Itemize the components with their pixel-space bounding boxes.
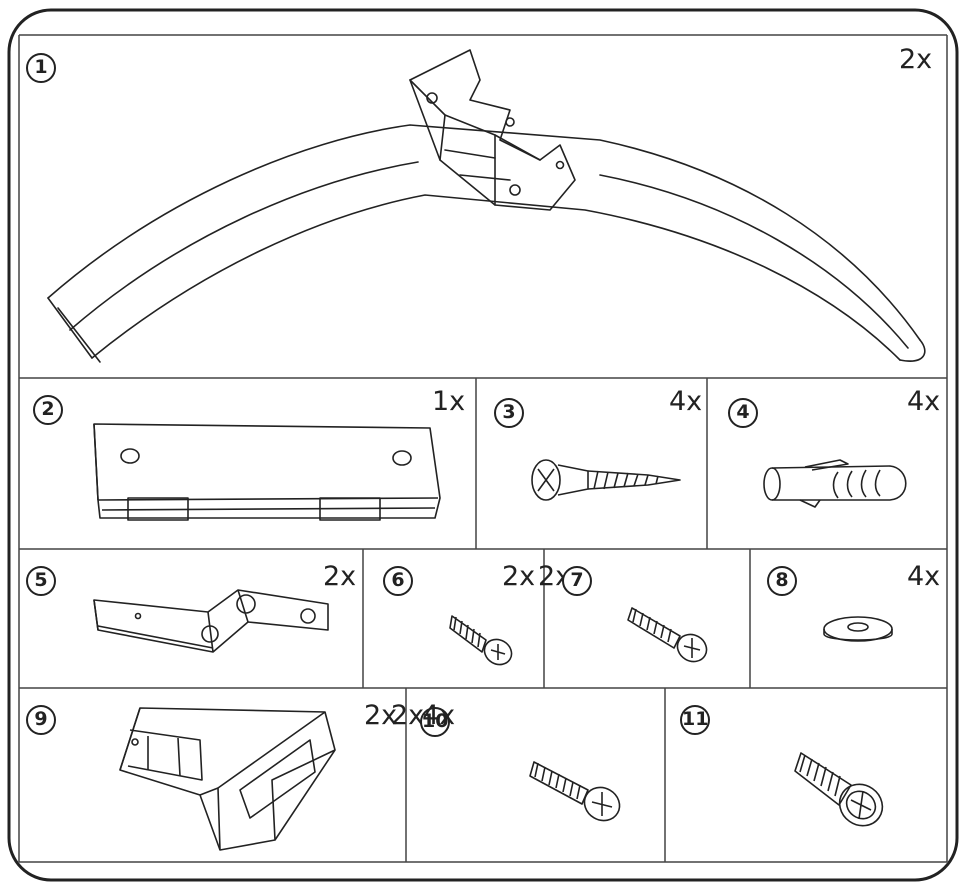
machine-screw-small-icon [446, 608, 526, 668]
part-quantity-label: 1x [432, 386, 466, 417]
part-number-badge: 2 [33, 395, 63, 425]
wood-screw-icon [528, 455, 688, 505]
machine-screw-icon [626, 600, 716, 665]
part-quantity-label: 4x [907, 561, 941, 592]
part-number-badge: 8 [767, 566, 797, 596]
offset-bracket-icon [88, 582, 338, 662]
machine-screw-medium-icon [528, 752, 628, 832]
angled-connector-block-icon [100, 700, 360, 860]
part-quantity-label: 4x [907, 386, 941, 417]
part-number-badge: 1 [26, 53, 56, 83]
curved-bar-with-bracket-icon [40, 40, 940, 370]
part-quantity-label: 2x [899, 44, 933, 75]
angle-bracket-icon [90, 418, 450, 528]
washer-icon [820, 612, 900, 652]
part-quantity-label: 2x [502, 561, 536, 592]
part-quantity-label: 4x [422, 700, 456, 731]
part-number-badge: 6 [383, 566, 413, 596]
part-quantity-label: 2x [364, 700, 398, 731]
machine-screw-large-icon [793, 745, 893, 835]
part-number-badge: 9 [26, 705, 56, 735]
part-quantity-label: 2x [391, 700, 425, 731]
part-number-badge: 3 [494, 398, 524, 428]
part-quantity-label: 2x [323, 561, 357, 592]
part-number-badge: 10 [420, 707, 450, 737]
wall-plug-icon [760, 452, 920, 512]
part-number-badge: 7 [562, 566, 592, 596]
part-quantity-label: 4x [669, 386, 703, 417]
part-number-badge: 4 [728, 398, 758, 428]
part-number-badge: 5 [26, 566, 56, 596]
part-number-badge: 11 [680, 705, 710, 735]
